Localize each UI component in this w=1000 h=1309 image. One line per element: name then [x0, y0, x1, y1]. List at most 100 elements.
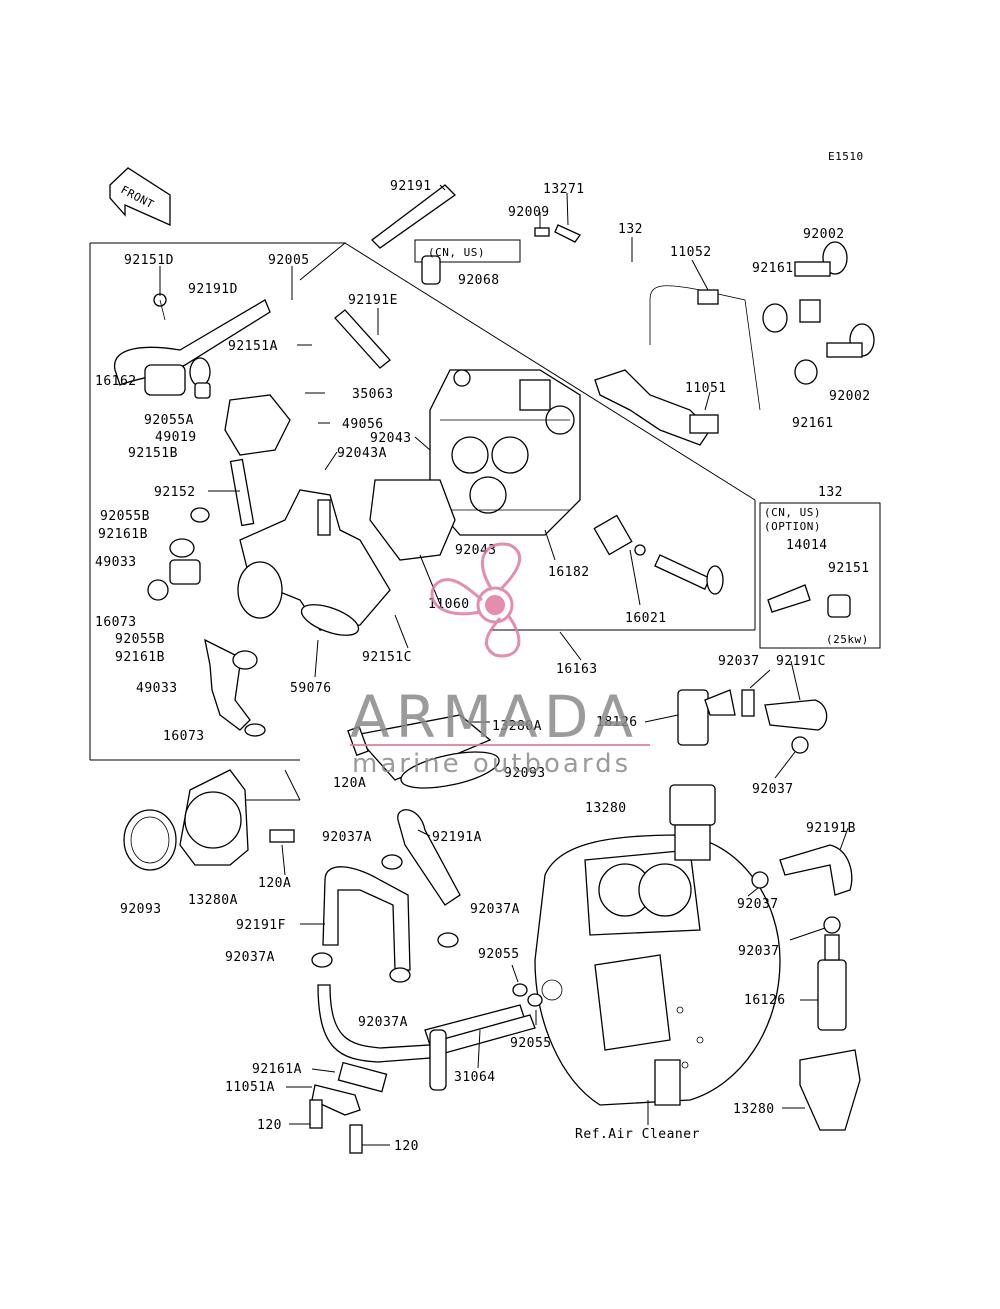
callout-16182: 16182 — [548, 565, 590, 580]
injector-lower — [204, 638, 266, 737]
sensor-18126 — [669, 689, 736, 861]
callout-92043-b: 92043 — [455, 543, 497, 558]
callout-labels: 92191 13271 92009 132 11052 92002 92151D… — [95, 179, 871, 1154]
callout-92037A: 92037A — [322, 830, 372, 845]
callout-92037: 92037 — [718, 654, 760, 669]
callout-92037-b: 92037 — [752, 782, 794, 797]
bolt-92009 — [534, 227, 550, 237]
callout-13280-b: 13280 — [733, 1102, 775, 1117]
callout-92191: 92191 — [390, 179, 432, 194]
hose-92191C — [741, 689, 828, 731]
callout-92161B-b: 92161B — [115, 650, 165, 665]
callout-14014: 14014 — [786, 538, 828, 553]
hose-92191F — [322, 866, 411, 971]
callout-92037-c: 92037 — [737, 897, 779, 912]
sensor-11051A — [309, 1061, 388, 1154]
callout-92055A: 92055A — [144, 413, 194, 428]
hose-lower-loop — [317, 984, 431, 1063]
clamps-92037A — [311, 854, 459, 983]
callout-49033: 49033 — [95, 555, 137, 570]
callout-16162: 16162 — [95, 374, 137, 389]
callout-13280: 13280 — [585, 801, 627, 816]
sensor-16021 — [593, 514, 724, 595]
callout-option: (OPTION) — [764, 520, 821, 533]
callout-13280A-b: 13280A — [188, 893, 238, 908]
callout-16163: 16163 — [556, 662, 598, 677]
callout-16073: 16073 — [95, 615, 137, 630]
callout-cn-us-b: (CN, US) — [764, 506, 821, 519]
callout-92161: 92161 — [752, 261, 794, 276]
pressure-regulator — [114, 293, 291, 456]
hose-92191A — [397, 809, 461, 906]
bolt-92002-lower — [794, 323, 875, 385]
callout-11052: 11052 — [670, 245, 712, 260]
callout-92037A-d: 92037A — [358, 1015, 408, 1030]
callout-92043-a: 92043 — [370, 431, 412, 446]
oring-92055-b — [527, 993, 543, 1007]
callout-92037-d: 92037 — [738, 944, 780, 959]
callout-92151A: 92151A — [228, 339, 278, 354]
callout-13271: 13271 — [543, 182, 585, 197]
gasket — [369, 479, 456, 561]
flange-13280A — [179, 769, 249, 866]
air-box — [534, 834, 781, 1106]
oring-92055-a — [512, 983, 528, 997]
propeller-logo-icon — [430, 542, 522, 658]
callout-59076: 59076 — [290, 681, 332, 696]
option-box — [759, 502, 881, 649]
linkage-bracket — [594, 285, 761, 446]
seal-92093-inner — [130, 816, 170, 864]
callout-92161-b: 92161 — [792, 416, 834, 431]
callout-49019: 49019 — [155, 430, 197, 445]
callout-92002: 92002 — [803, 227, 845, 242]
callout-13280A: 13280A — [492, 719, 542, 734]
callout-25kw: (25kw) — [826, 633, 869, 646]
bolt-120A — [269, 829, 295, 843]
washer-92161-upper — [762, 303, 788, 333]
callout-120-b: 120 — [394, 1139, 419, 1154]
callout-120A: 120A — [333, 776, 366, 791]
callout-92009: 92009 — [508, 205, 550, 220]
callout-92191D: 92191D — [188, 282, 238, 297]
callout-92151C: 92151C — [362, 650, 412, 665]
clamps-92037 — [751, 736, 841, 934]
callout-92151: 92151 — [828, 561, 870, 576]
callout-49056: 49056 — [342, 417, 384, 432]
filter-16126 — [799, 934, 861, 1131]
callout-92037A-b: 92037A — [470, 902, 520, 917]
callout-49033-b: 49033 — [136, 681, 178, 696]
callout-92093-b: 92093 — [120, 902, 162, 917]
front-arrow-icon: FRONT — [109, 167, 171, 227]
callout-92191B: 92191B — [806, 821, 856, 836]
intake-manifold — [237, 489, 391, 636]
callout-16021: 16021 — [625, 611, 667, 626]
callout-31064: 31064 — [454, 1070, 496, 1085]
seal-92093 — [123, 809, 177, 871]
callout-92152: 92152 — [154, 485, 196, 500]
callout-16126: 16126 — [744, 993, 786, 1008]
callout-120: 120 — [257, 1118, 282, 1133]
callout-92151B: 92151B — [128, 446, 178, 461]
callout-92191E: 92191E — [348, 293, 398, 308]
injector-upper — [147, 458, 255, 601]
diagram-code: E1510 — [828, 150, 864, 163]
callout-92043A: 92043A — [337, 446, 387, 461]
callout-92037A-c: 92037A — [225, 950, 275, 965]
hose-92191E — [334, 309, 391, 369]
throttle-body — [429, 369, 581, 536]
callout-92191A: 92191A — [432, 830, 482, 845]
intake-plate — [347, 714, 500, 789]
leader-lines — [159, 184, 849, 1146]
callout-92191C: 92191C — [776, 654, 826, 669]
callout-92093: 92093 — [504, 766, 546, 781]
cn-us-box — [414, 239, 521, 263]
hose-92191 — [371, 184, 457, 249]
cap-92068 — [421, 255, 441, 285]
callout-132: 132 — [618, 222, 643, 237]
callout-92002-b: 92002 — [829, 389, 871, 404]
callout-92161B: 92161B — [98, 527, 148, 542]
callout-92005: 92005 — [268, 253, 310, 268]
hose-92191B — [779, 844, 853, 896]
callout-120A-b: 120A — [258, 876, 291, 891]
